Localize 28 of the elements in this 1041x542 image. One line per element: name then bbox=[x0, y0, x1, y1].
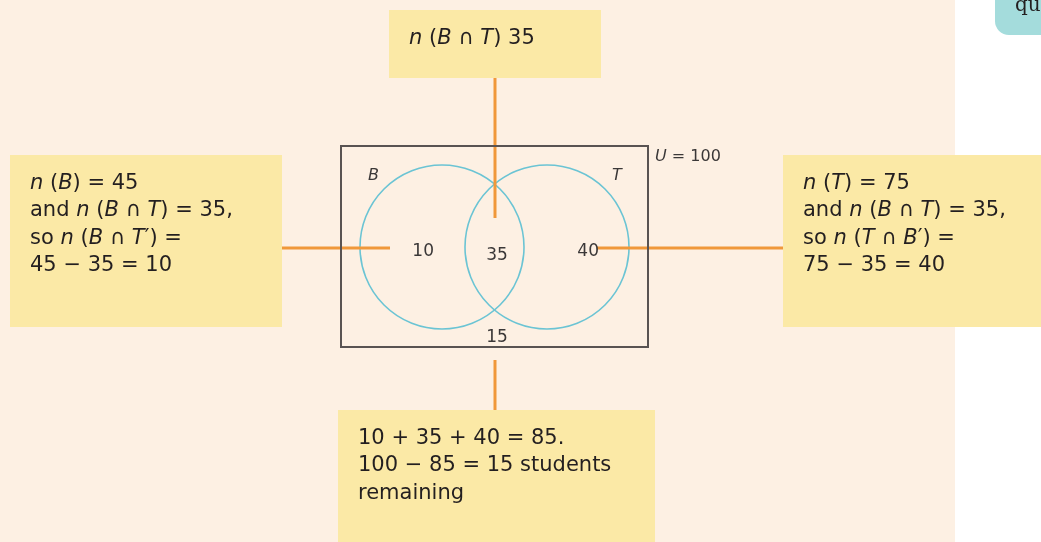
leader-line bbox=[282, 246, 390, 250]
callout-box bbox=[783, 155, 1041, 327]
callout-text: and n (B ∩ T) = 35, bbox=[30, 196, 234, 224]
tab-text: qu bbox=[1015, 0, 1041, 14]
leader-line bbox=[597, 246, 783, 250]
universal-set-rectangle bbox=[340, 145, 649, 348]
leader-line bbox=[493, 78, 497, 218]
callout-text: 75 − 35 = 40 bbox=[803, 250, 947, 278]
callout-text: 100 − 85 = 15 students remaining bbox=[358, 451, 613, 506]
callout-box bbox=[389, 10, 601, 78]
region-count: 10 bbox=[392, 236, 434, 264]
callout-text: and n (B ∩ T) = 35, bbox=[803, 196, 1007, 224]
callout-box bbox=[338, 410, 655, 542]
callout-text: so n (B ∩ T′) = bbox=[30, 223, 183, 251]
callout-text: 45 − 35 = 10 bbox=[30, 250, 174, 278]
set-size-label: U = 100 bbox=[655, 146, 721, 165]
region-count: 35 bbox=[482, 220, 512, 264]
set-label: B bbox=[368, 165, 379, 184]
leader-line bbox=[493, 360, 497, 410]
set-label: T bbox=[612, 165, 622, 184]
callout-text: 10 + 35 + 40 = 85. bbox=[358, 424, 566, 451]
callout-box bbox=[10, 155, 282, 327]
callout-text: n (B) = 45 bbox=[30, 169, 140, 196]
region-count: 15 bbox=[482, 324, 512, 348]
region-count: 40 bbox=[550, 236, 599, 264]
callout-text: n (B ∩ T) 35 bbox=[409, 24, 536, 51]
callout-text: so n (T ∩ B′) = bbox=[803, 223, 956, 251]
callout-text: n (T) = 75 bbox=[803, 169, 911, 196]
